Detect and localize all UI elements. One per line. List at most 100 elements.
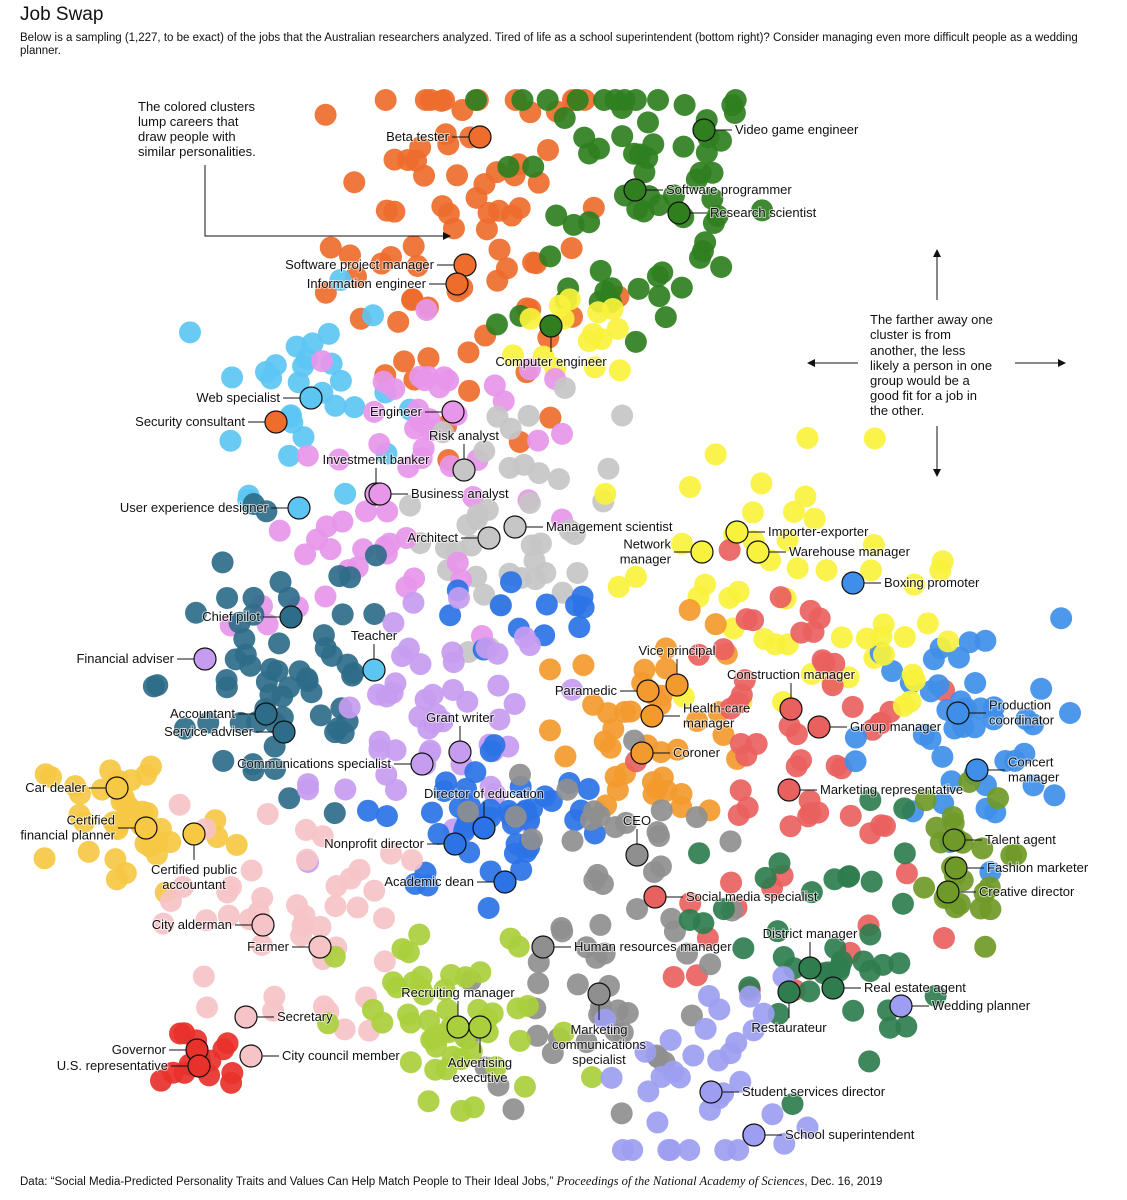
job-dot (406, 254, 429, 277)
job-label: Management scientist (546, 519, 673, 534)
job-dot (442, 678, 465, 701)
labeled-job-point: Security consultant (134, 410, 288, 434)
labeled-job-point: Talent agent (942, 828, 1057, 852)
job-label: Group manager (850, 719, 942, 734)
job-point-marker (234, 1005, 258, 1029)
job-dot (582, 693, 605, 716)
job-dot (295, 818, 318, 841)
job-dot (594, 482, 617, 505)
job-dot (785, 755, 808, 778)
job-dot (613, 700, 636, 723)
job-dot (364, 544, 387, 567)
job-dot (662, 1060, 685, 1083)
job-dot (676, 942, 699, 965)
job-dot (380, 842, 403, 865)
job-dot (870, 625, 893, 648)
job-point-marker (779, 697, 803, 721)
job-dot (646, 1111, 669, 1134)
job-dot (974, 935, 997, 958)
job-label: School superintendent (785, 1127, 915, 1142)
job-dot (373, 907, 396, 930)
job-dot (375, 805, 398, 828)
job-dot (577, 778, 600, 801)
job-dot (750, 472, 773, 495)
job-dot (380, 246, 403, 269)
job-dot (473, 440, 496, 463)
job-dot (422, 1026, 445, 1049)
job-label: Farmer (247, 939, 290, 954)
job-dot (873, 815, 896, 838)
job-point-marker (445, 272, 469, 296)
labeled-job-point: Business analyst (368, 482, 510, 506)
job-dot (250, 933, 273, 956)
job-dot (309, 915, 332, 938)
labeled-job-point: Real estate agent (821, 976, 967, 1000)
job-dot (697, 984, 720, 1007)
job-dot (221, 366, 244, 389)
job-dot (363, 603, 386, 626)
job-dot (168, 793, 191, 816)
job-dot (680, 1004, 703, 1027)
job-dot (606, 317, 629, 340)
job-dot (40, 766, 63, 789)
job-dot (678, 1139, 701, 1161)
direction-arrows (814, 256, 1059, 470)
job-dot (333, 1018, 356, 1041)
labeled-job-point: Architect (406, 526, 501, 550)
job-dot (507, 935, 530, 958)
job-dot (568, 616, 591, 639)
job-dot (859, 923, 882, 946)
job-dot (225, 833, 248, 856)
job-point-marker (821, 976, 845, 1000)
job-dot (1050, 607, 1073, 630)
job-dot (417, 1090, 440, 1113)
job-dot (558, 288, 581, 311)
job-dot (895, 1015, 918, 1038)
job-dot (483, 734, 506, 757)
job-dot (860, 559, 883, 582)
job-dot (727, 803, 750, 826)
job-dot (363, 879, 386, 902)
labeled-job-point: Management scientist (503, 515, 674, 539)
job-dot (292, 426, 315, 449)
job-label: Talent agent (985, 832, 1056, 847)
job-dot (629, 143, 652, 166)
job-dot (428, 376, 451, 399)
labeled-job-point: Car dealer (24, 776, 129, 800)
job-label: Creative director (979, 884, 1075, 899)
labeled-job-point: Service adviser (163, 720, 296, 744)
job-dot (641, 771, 664, 794)
labeled-job-point: Information engineer (306, 272, 469, 296)
job-dot (654, 306, 677, 329)
job-dot (539, 406, 562, 429)
job-dot (320, 644, 343, 667)
labeled-job-point: School superintendent (742, 1123, 916, 1147)
job-dot (465, 89, 487, 111)
job-dot (417, 347, 440, 370)
labeled-job-point: User experience designer (119, 496, 311, 520)
source-prefix: Data: “Social Media-Predicted Personalit… (20, 1176, 557, 1188)
job-dot (139, 835, 162, 858)
job-label: Web specialist (196, 390, 280, 405)
job-label: Vice principal (638, 643, 715, 658)
distance-note-line: cluster is from (870, 327, 951, 342)
job-dot (312, 995, 335, 1018)
job-label: Academic dean (384, 874, 474, 889)
labeled-job-point: Research scientist (667, 201, 818, 225)
job-label: Security consultant (135, 414, 245, 429)
job-dot (332, 722, 355, 745)
job-dot (914, 789, 937, 812)
annotations: The colored clusters lump careers that d… (138, 99, 1066, 477)
labeled-job-point: City alderman (151, 913, 275, 937)
job-point-marker (187, 1054, 211, 1078)
job-dot (553, 377, 576, 399)
job-label: Video game engineer (735, 122, 859, 137)
job-label: Restaurateur (751, 1020, 827, 1035)
job-dot (254, 361, 277, 384)
page-title: Job Swap (20, 4, 104, 25)
job-dot (815, 559, 838, 582)
job-dot (294, 543, 317, 566)
labeled-job-point: Engineer (369, 400, 465, 424)
